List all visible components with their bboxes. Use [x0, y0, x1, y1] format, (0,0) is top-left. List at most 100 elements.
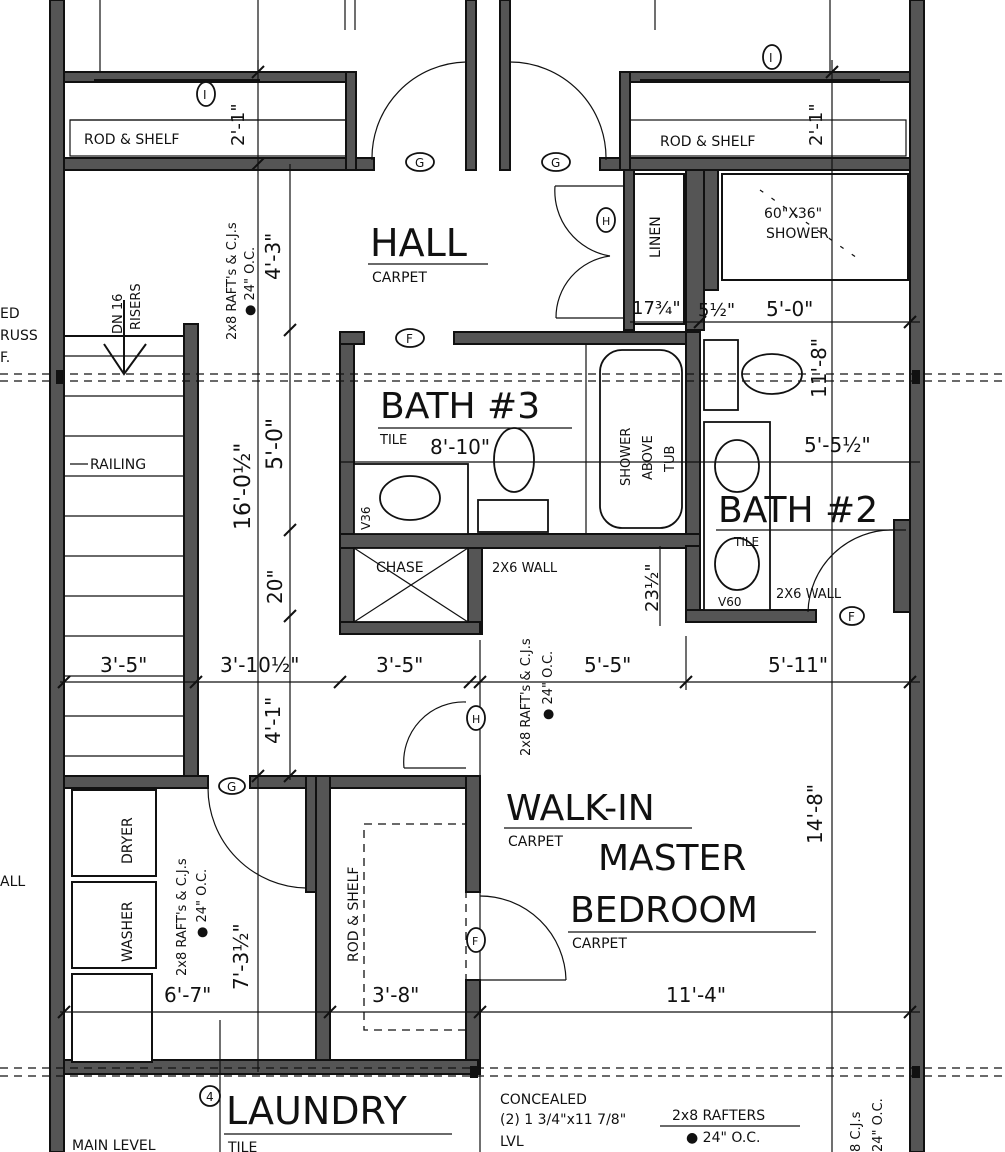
bath3-walls — [339, 331, 701, 635]
tag-g3: G — [227, 780, 236, 794]
top-right-closet — [599, 71, 911, 171]
top-left-closet — [63, 71, 375, 171]
concealed-1: CONCEALED — [500, 1092, 587, 1108]
note-labels: ROD & SHELF ROD & SHELF LINEN 60"X36" SH… — [0, 132, 886, 1152]
dimension-tick — [679, 675, 693, 689]
shower-size: 60"X36" — [764, 206, 822, 222]
room-labels: HALL CARPET BATH #3 TILE BATH #2 WALK-IN… — [224, 221, 906, 1152]
raft-laundry-1: 2x8 RAFT's & C.J.s — [175, 858, 190, 976]
bath2-tile: TILE — [733, 535, 759, 549]
dim-5-0: 5'-0" — [766, 297, 813, 321]
tub-label-1: SHOWER — [619, 428, 634, 486]
dim-5-11: 5'-11" — [768, 653, 828, 677]
dimension-tick — [693, 315, 707, 329]
cut-f: F. — [0, 350, 10, 366]
bath2-walls — [685, 339, 911, 623]
laundry-floor: TILE — [227, 1140, 257, 1152]
rafters-1: 2x8 RAFTERS — [672, 1108, 765, 1124]
raft-top-2: ● 24" O.C. — [243, 247, 258, 316]
dim-16-0: 16'-0½" — [231, 443, 256, 530]
dimension-tick — [283, 523, 297, 537]
dimension-tick — [283, 769, 297, 783]
dimension-tick — [903, 675, 917, 689]
tag-f1: F — [406, 332, 413, 346]
hall-floor: CARPET — [372, 270, 427, 286]
master-name-2: BEDROOM — [570, 890, 758, 931]
stair-arrow — [103, 300, 147, 376]
v36-label: V36 — [359, 507, 373, 530]
dim-5-1-2: 5½" — [698, 300, 735, 321]
concealed-3: LVL — [500, 1134, 524, 1150]
railing-label: RAILING — [90, 457, 146, 473]
dimension-tick — [473, 675, 487, 689]
edge-cjs-2: 24" O.C. — [871, 1098, 886, 1152]
chase-label: CHASE — [376, 560, 424, 576]
dimension-tick — [463, 675, 477, 689]
laundry-name: LAUNDRY — [226, 1089, 408, 1133]
main-level: MAIN LEVEL — [72, 1138, 156, 1152]
linen-label: LINEN — [648, 216, 664, 258]
tub-label-2: ABOVE — [641, 435, 656, 480]
dimension-tick — [251, 769, 265, 783]
dim-5-0-v: 5'-0" — [263, 418, 288, 470]
dimension-tick — [323, 1005, 337, 1019]
dim-3-10: 3'-10½" — [220, 653, 299, 677]
walkin-floor: CARPET — [508, 834, 563, 850]
dimension-tick — [283, 323, 297, 337]
tag-h2: H — [472, 713, 480, 726]
rod-shelf-walkin: ROD & SHELF — [346, 867, 362, 962]
dim-17-3-4: 17¾" — [632, 298, 681, 319]
concealed-2: (2) 1 3/4"x11 7/8" — [500, 1112, 626, 1128]
dim-7-3: 7'-3½" — [229, 923, 253, 990]
wall-2x6-b: 2X6 WALL — [776, 587, 842, 602]
tag-i1: I — [203, 88, 207, 102]
dim-5-5: 5'-5" — [584, 653, 631, 677]
laundry-walkin-walls — [63, 701, 567, 1075]
dimension-lines — [60, 60, 920, 1152]
tag-h1: H — [602, 215, 610, 228]
stair-dn: DN 16 — [111, 294, 126, 334]
raft-laundry-2: ● 24" O.C. — [195, 869, 210, 938]
wall-2x6-a: 2X6 WALL — [492, 561, 558, 576]
v60-label: V60 — [718, 595, 741, 609]
tag-f2: F — [848, 610, 855, 624]
dim-3-8: 3'-8" — [372, 983, 419, 1007]
dimension-labels: 2'-1" 2'-1" 4'-3" 16'-0½" 5'-0" 20" 17¾"… — [100, 103, 871, 1007]
cut-ed: ED — [0, 306, 20, 322]
dim-11-8: 11'-8" — [807, 338, 831, 398]
dryer-label: DRYER — [120, 817, 136, 864]
dim-14-8: 14'-8" — [803, 784, 827, 844]
hall-name: HALL — [370, 221, 467, 265]
dimension-tick — [283, 609, 297, 623]
walkin-name: WALK-IN — [506, 788, 655, 829]
tags: G G F I I H H F F G 4 — [196, 44, 865, 1107]
shower-label: SHOWER — [766, 226, 829, 242]
raft-mid-1: 2x8 RAFT's & C.J.s — [519, 638, 534, 756]
dimension-tick — [251, 157, 265, 171]
linen-shower-block — [554, 169, 909, 331]
bath2-name: BATH #2 — [718, 490, 878, 531]
dimension-tick — [825, 65, 839, 79]
dim-4-1: 4'-1" — [261, 697, 285, 744]
dim-11-4: 11'-4" — [666, 983, 726, 1007]
edge-cjs-1: 8 C.J.s — [849, 1111, 864, 1152]
dim-3-5-a: 3'-5" — [100, 653, 147, 677]
dimension-tick — [189, 675, 203, 689]
cut-russ: RUSS — [0, 328, 38, 344]
master-name-1: MASTER — [598, 838, 746, 879]
dimension-tick — [57, 675, 71, 689]
dimension-tick — [251, 65, 265, 79]
dim-5-5-1-2: 5'-5½" — [804, 433, 871, 457]
tub-label-3: TUB — [663, 446, 678, 473]
cut-all: ALL — [0, 874, 25, 890]
tag-g1: G — [415, 156, 424, 170]
structure-lines — [0, 370, 1005, 1078]
bath3-floor: TILE — [379, 433, 407, 448]
tag-4: 4 — [206, 1090, 214, 1104]
dimension-tick — [473, 1005, 487, 1019]
stair-risers: RISERS — [129, 283, 144, 330]
dimension-tick — [333, 675, 347, 689]
tag-i2: I — [769, 51, 773, 65]
dim-6-7: 6'-7" — [164, 983, 211, 1007]
rafters-2: ● 24" O.C. — [686, 1130, 761, 1146]
